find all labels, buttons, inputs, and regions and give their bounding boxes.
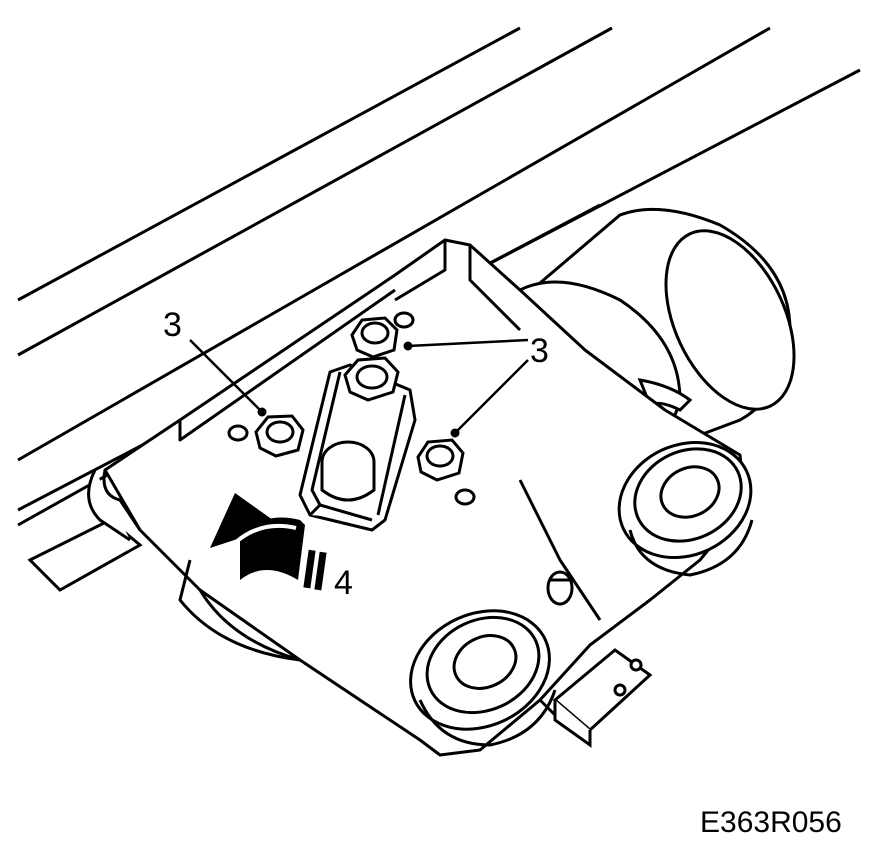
- leader-right-upper: [407, 338, 529, 348]
- rotation-arrow: [210, 493, 327, 591]
- bushing-right: [617, 440, 754, 577]
- side-boss: [546, 570, 574, 606]
- spindle-cap: [320, 440, 376, 502]
- crank-nut[interactable]: [343, 356, 400, 402]
- bushing-left: [409, 609, 557, 747]
- leader-lines: [189, 338, 529, 434]
- mounting-bracket: [102, 238, 747, 757]
- callout-3-right: 3: [530, 332, 549, 370]
- bolt-left[interactable]: [254, 407, 305, 458]
- bolt-right[interactable]: [416, 428, 465, 482]
- callout-4: 4: [334, 564, 353, 602]
- bolt-upper[interactable]: [350, 316, 413, 359]
- callout-3-left: 3: [163, 306, 182, 344]
- electrical-connector: [552, 648, 653, 748]
- lower-rail: [27, 469, 143, 592]
- leader-left: [189, 339, 261, 411]
- bracket-holes: [227, 311, 476, 506]
- leader-right-lower: [454, 359, 529, 434]
- figure-code: E363R056: [700, 806, 842, 839]
